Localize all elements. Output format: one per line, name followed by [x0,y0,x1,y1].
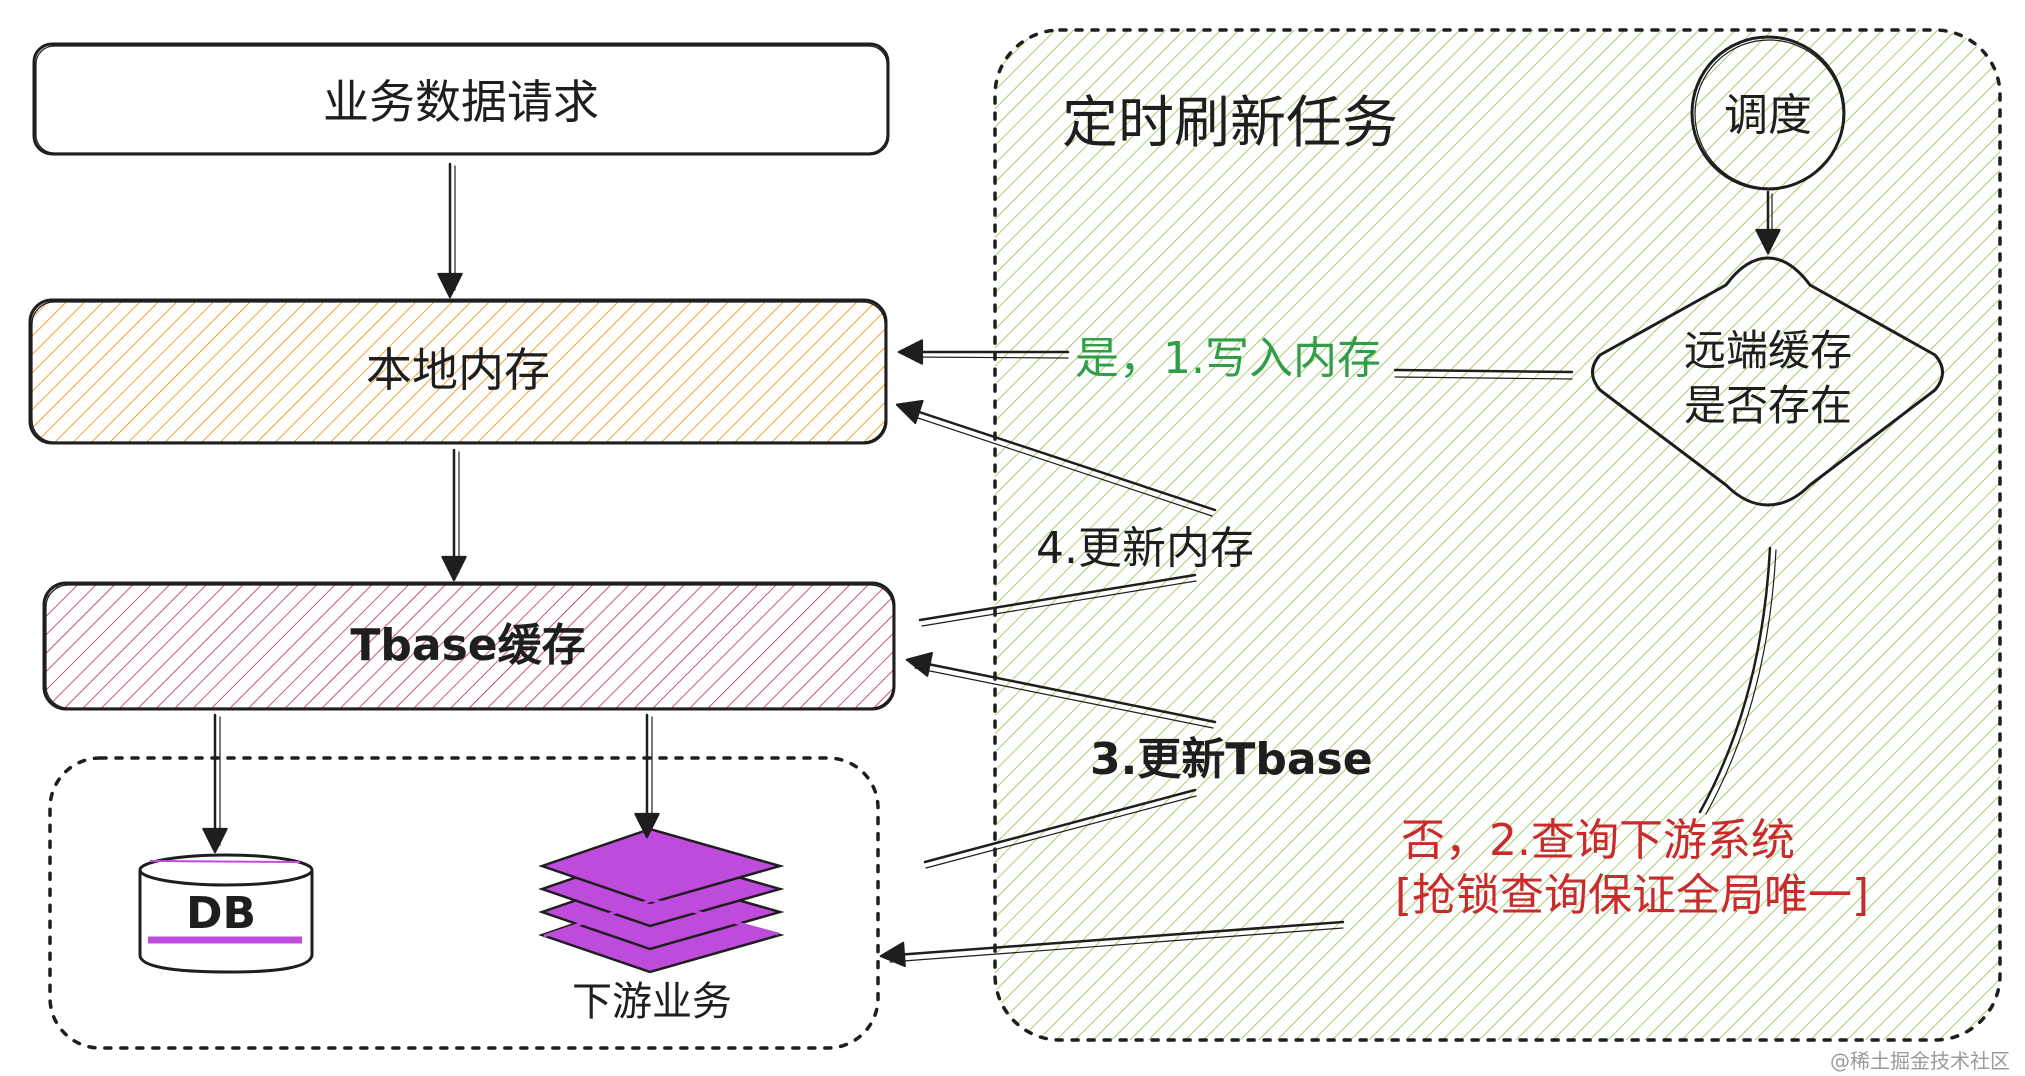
edge-label-no-query-line1: 否，2.查询下游系统 [1401,815,1795,866]
local-memory-node: 本地内存 [28,298,888,445]
edge-label-update-memory: 4.更新内存 [1036,523,1254,574]
decision-label-line1: 远端缓存 [1684,326,1852,375]
scheduled-task-title: 定时刷新任务 [1062,91,1398,156]
db-label: DB [186,888,256,939]
arrow-update-memory [895,399,1217,627]
arrow-yes-write-memory [897,339,1574,380]
schedule-node: 调度 [1690,35,1846,191]
decision-label-line2: 是否存在 [1684,381,1852,430]
db-node: DB [138,853,314,974]
edge-label-yes-write-memory: 是，1.写入内存 [1075,333,1381,384]
connectors [202,162,1781,968]
local-memory-label: 本地内存 [366,343,550,397]
schedule-label: 调度 [1724,90,1812,141]
storage-container [48,756,880,1050]
arrow-request-to-memory [437,162,463,299]
arrow-tbase-to-db [202,713,228,854]
edge-labels: 是，1.写入内存 4.更新内存 3.更新Tbase 否，2.查询下游系统 [抢锁… [1036,333,1869,921]
arrow-no-query-downstream [879,546,1777,968]
watermark-text: @稀土掘金技术社区 [1830,1049,2010,1073]
edge-label-no-query-line2: [抢锁查询保证全局唯一] [1395,870,1869,921]
tbase-cache-label: Tbase缓存 [350,620,585,671]
edge-label-update-tbase: 3.更新Tbase [1090,734,1373,785]
downstream-node: 下游业务 [538,827,785,1025]
arrow-schedule-to-decision [1755,190,1781,255]
tbase-cache-node: Tbase缓存 [42,581,896,711]
business-request-label: 业务数据请求 [323,75,599,129]
scheduled-task-region: 定时刷新任务 [993,28,2002,1042]
arrow-update-tbase [905,651,1217,869]
arrow-memory-to-tbase [441,448,467,582]
downstream-label: 下游业务 [572,979,732,1025]
arrow-tbase-to-downstream [634,713,660,839]
business-request-node: 业务数据请求 [32,42,890,156]
decision-node: 远端缓存 是否存在 [1591,256,1944,507]
